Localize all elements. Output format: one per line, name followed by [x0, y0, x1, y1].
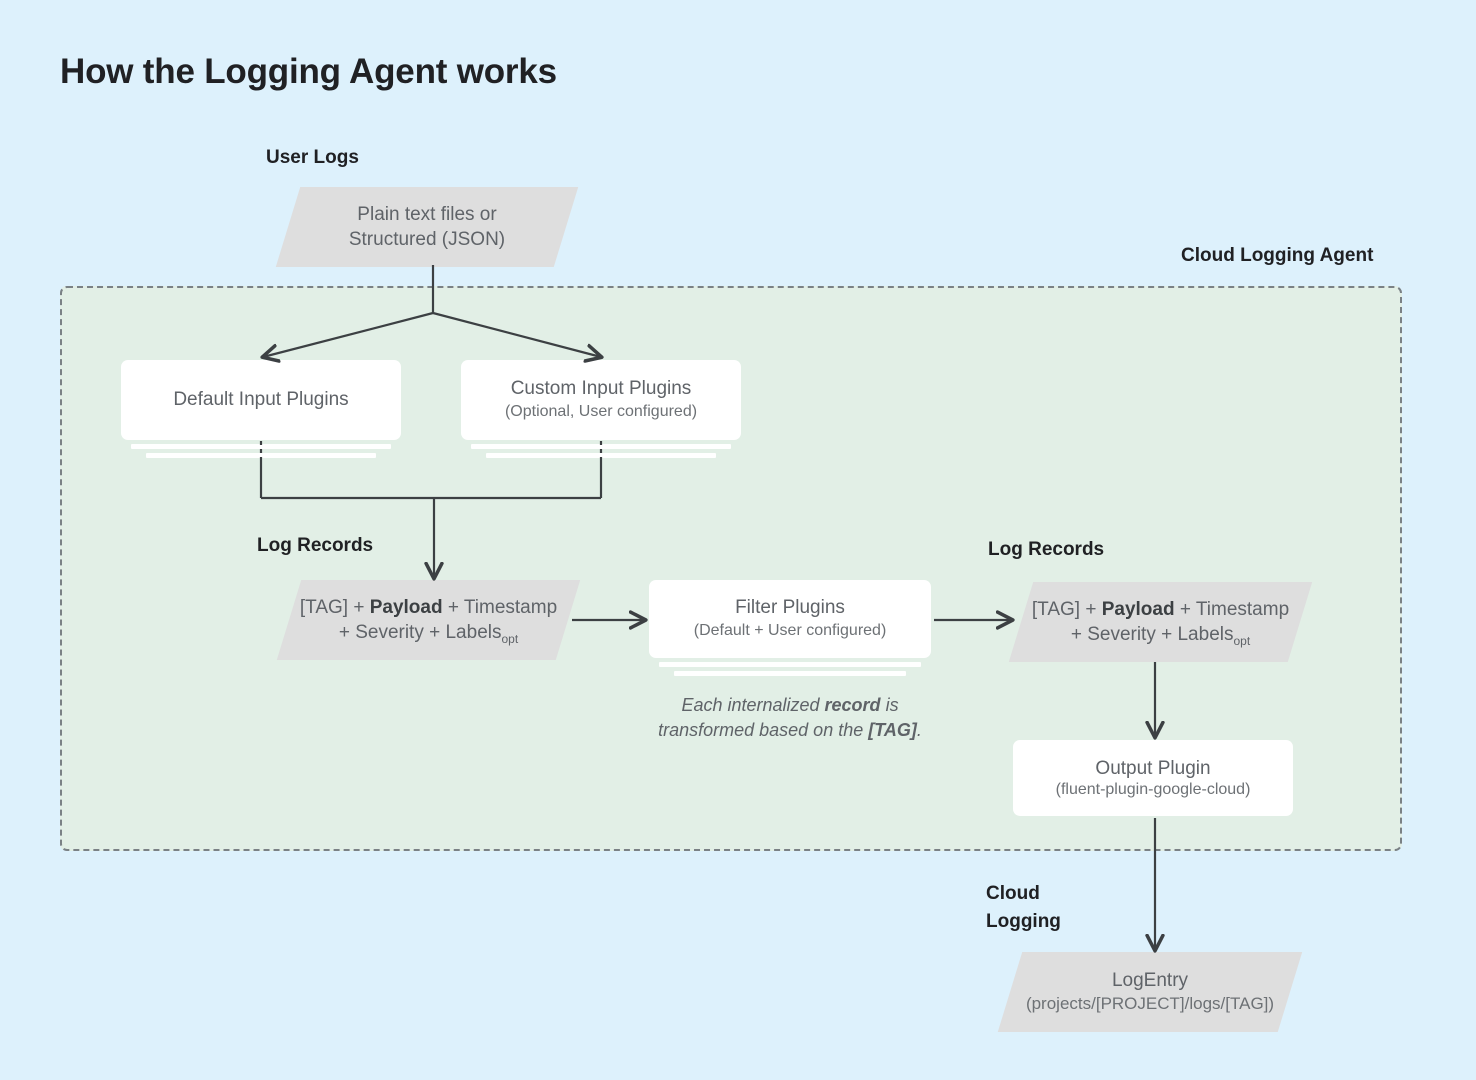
node-default-input-plugins[interactable]: Default Input Plugins: [121, 360, 401, 458]
log-records-left-line1: [TAG] + Payload + Timestamp: [300, 595, 557, 620]
custom-input-plugins-title: Custom Input Plugins: [510, 377, 692, 399]
log-records-right-line1: [TAG] + Payload + Timestamp: [1032, 597, 1289, 622]
node-output-plugin[interactable]: Output Plugin (fluent-plugin-google-clou…: [1013, 740, 1293, 816]
card-sheet-2: [146, 453, 376, 458]
caption-bold-tag: [TAG]: [868, 720, 917, 741]
node-log-entry[interactable]: LogEntry (projects/[PROJECT]/logs/[TAG]): [997, 952, 1303, 1032]
caption-part3: .: [916, 720, 922, 741]
caption-transform-note: Each internalized record is transformed …: [640, 693, 940, 743]
lrl-opt: opt: [501, 632, 519, 646]
output-plugin-title: Output Plugin: [1095, 757, 1211, 779]
node-log-records-left[interactable]: [TAG] + Payload + Timestamp + Severity +…: [276, 580, 581, 660]
output-plugin-subtitle: (fluent-plugin-google-cloud): [1055, 780, 1251, 798]
node-custom-input-plugins[interactable]: Custom Input Plugins (Optional, User con…: [461, 360, 741, 458]
caption-part1: Each internalized: [681, 695, 825, 715]
label-cloud-logging-line2: Logging: [986, 910, 1061, 932]
node-filter-plugins[interactable]: Filter Plugins (Default + User configure…: [649, 580, 931, 676]
custom-input-plugins-subtitle: (Optional, User configured): [504, 403, 698, 421]
card-sheet-2: [674, 671, 906, 676]
node-log-records-right[interactable]: [TAG] + Payload + Timestamp + Severity +…: [1008, 582, 1313, 662]
lrr-p1: [TAG] +: [1031, 598, 1102, 620]
card-sheet-1: [470, 444, 732, 449]
log-records-left-line2: + Severity + Labelsopt: [338, 620, 519, 646]
log-records-right-line2: + Severity + Labelsopt: [1070, 622, 1251, 648]
label-user-logs: User Logs: [266, 147, 359, 168]
label-log-records-left: Log Records: [257, 535, 374, 556]
card-sheet-1: [130, 444, 392, 449]
user-logs-line2: Structured (JSON): [348, 229, 506, 250]
lrr-p2: + Timestamp: [1174, 598, 1290, 620]
user-logs-line1: Plain text files or: [357, 203, 497, 225]
caption-bold-record: record: [824, 695, 881, 715]
node-user-logs-source[interactable]: Plain text files or Structured (JSON): [275, 187, 579, 267]
label-cloud-logging-line1: Cloud: [986, 883, 1040, 904]
label-cloud-logging-agent: Cloud Logging Agent: [1181, 245, 1374, 266]
log-entry-line2: (projects/[PROJECT]/logs/[TAG]): [1025, 994, 1275, 1014]
lrl-p3: + Severity + Labels: [338, 622, 502, 643]
default-input-plugins-title: Default Input Plugins: [173, 388, 349, 410]
lrl-payload: Payload: [369, 596, 443, 618]
caption-part2: is transformed based on the: [658, 695, 899, 741]
card-sheet-2: [486, 453, 716, 458]
lrr-p3: + Severity + Labels: [1070, 624, 1234, 645]
filter-plugins-title: Filter Plugins: [735, 596, 845, 618]
lrl-p1: [TAG] +: [299, 596, 370, 618]
label-log-records-right: Log Records: [988, 539, 1105, 560]
card-sheet-1: [658, 662, 922, 667]
page-title: How the Logging Agent works: [60, 52, 557, 91]
lrr-opt: opt: [1233, 634, 1251, 648]
lrr-payload: Payload: [1101, 598, 1175, 620]
lrl-p2: + Timestamp: [442, 596, 558, 618]
log-entry-line1: LogEntry: [1111, 970, 1189, 992]
filter-plugins-subtitle: (Default + User configured): [693, 622, 887, 640]
label-cloud-logging: Cloud Logging: [986, 880, 1061, 935]
